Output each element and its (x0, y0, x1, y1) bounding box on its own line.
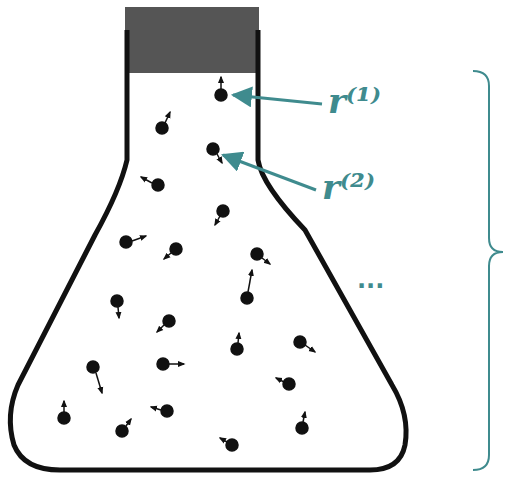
ellipsis-label: ... (357, 268, 384, 292)
position-vector-label: r⁽¹⁾ (328, 84, 381, 118)
stopper (125, 7, 259, 73)
leader-arrow (223, 155, 316, 190)
position-vector-label: r⁽²⁾ (322, 170, 375, 204)
flask-outline (10, 30, 406, 470)
leader-arrow (233, 95, 322, 104)
gas-particles (58, 77, 315, 451)
curly-bracket (473, 71, 503, 470)
